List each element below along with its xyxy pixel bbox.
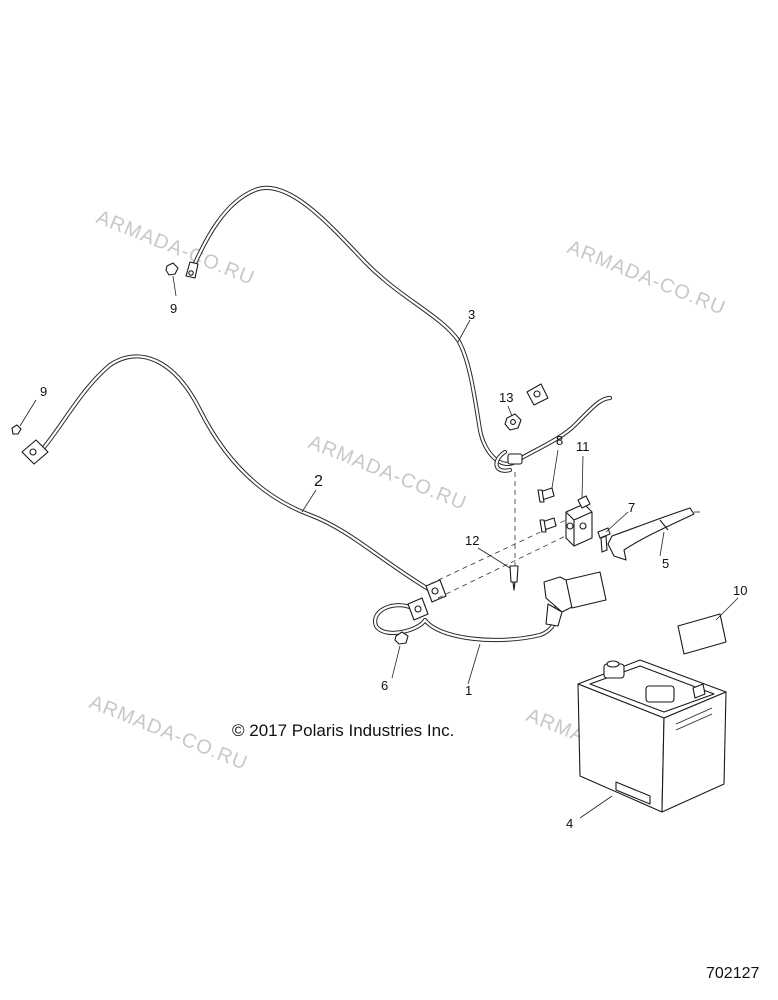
callout-9-upper: 9 bbox=[170, 301, 177, 316]
callout-11: 11 bbox=[576, 439, 590, 454]
pad bbox=[565, 571, 607, 609]
cable-3 bbox=[185, 185, 613, 473]
callout-12: 12 bbox=[465, 533, 479, 548]
cable-2 bbox=[21, 354, 447, 603]
callout-10: 10 bbox=[733, 583, 747, 598]
battery bbox=[577, 659, 727, 813]
part-10 bbox=[677, 613, 727, 655]
drawing-number: 702127 bbox=[706, 965, 759, 982]
callout-9-left: 9 bbox=[40, 384, 47, 399]
part-6 bbox=[394, 631, 409, 645]
callout-4: 4 bbox=[566, 816, 573, 831]
part-5 bbox=[607, 507, 700, 561]
cable-1 bbox=[373, 576, 575, 643]
callout-5: 5 bbox=[662, 556, 669, 571]
watermark-2: ARMADA-CO.RU bbox=[564, 236, 729, 320]
watermark-1: ARMADA-CO.RU bbox=[93, 206, 258, 290]
callout-7: 7 bbox=[628, 500, 635, 515]
callout-3: 3 bbox=[468, 307, 475, 322]
callout-1: 1 bbox=[465, 683, 472, 698]
part-9-left bbox=[11, 424, 22, 435]
watermark-3: ARMADA-CO.RU bbox=[305, 431, 470, 515]
callout-13: 13 bbox=[499, 390, 513, 405]
part-12 bbox=[509, 565, 519, 591]
part-7 bbox=[597, 527, 611, 553]
callout-2: 2 bbox=[314, 473, 323, 490]
part-13 bbox=[504, 413, 522, 431]
callout-6: 6 bbox=[381, 678, 388, 693]
part-11 bbox=[565, 495, 593, 547]
part-9-upper bbox=[165, 262, 179, 276]
part-8 bbox=[537, 487, 557, 533]
callout-8: 8 bbox=[556, 433, 563, 448]
watermark-4: ARMADA-CO.RU bbox=[86, 691, 251, 775]
copyright-text: © 2017 Polaris Industries Inc. bbox=[232, 721, 454, 740]
